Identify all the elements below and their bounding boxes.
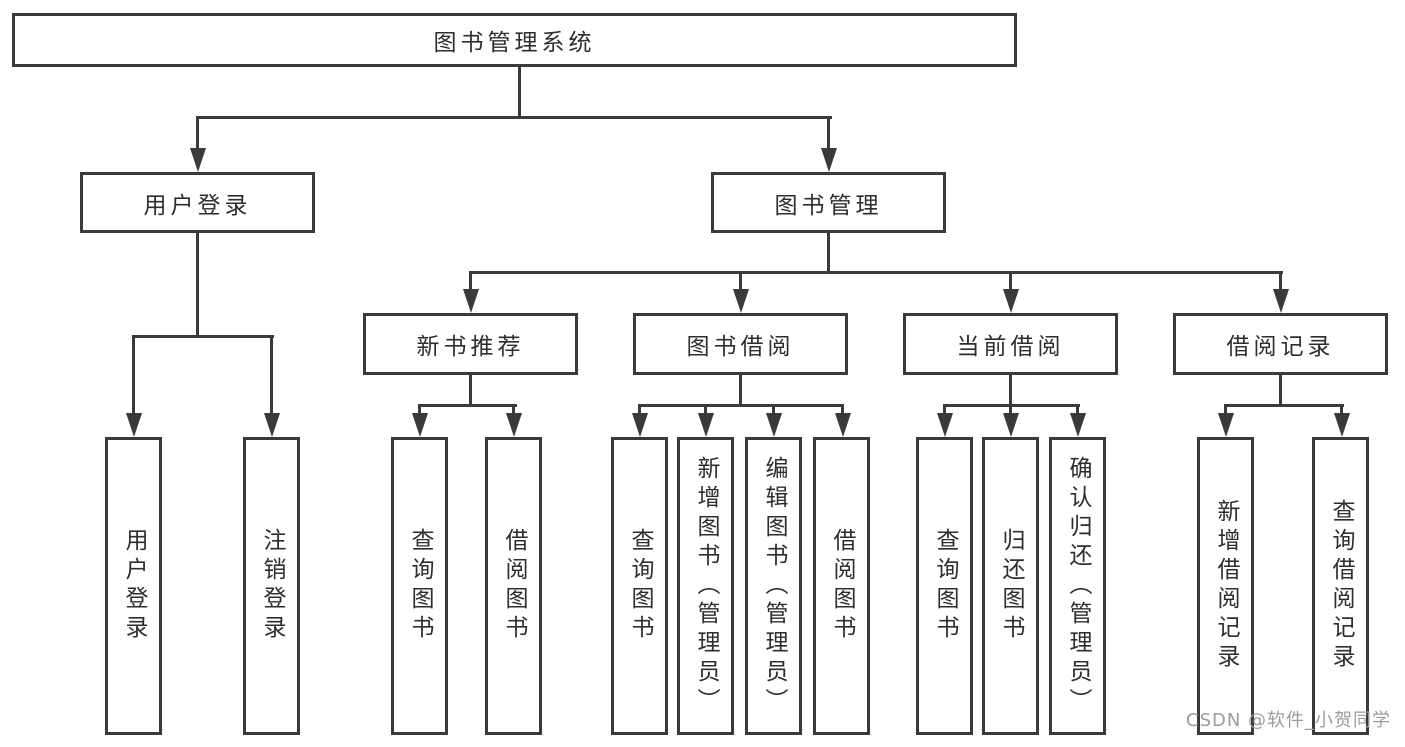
leaf-label: 编辑图书（管理员） bbox=[761, 455, 787, 717]
arrowhead-down bbox=[1070, 413, 1086, 437]
arrowhead-down bbox=[821, 148, 837, 172]
connector-split bbox=[1224, 404, 1344, 407]
connector-root-stem bbox=[518, 66, 521, 118]
leaf-label: 新增借阅记录 bbox=[1213, 499, 1239, 673]
connector-to-leaf bbox=[943, 404, 946, 418]
leaf-return-books: 归还图书 bbox=[982, 437, 1039, 735]
connector-split bbox=[638, 404, 844, 407]
node-book-management: 图书管理 bbox=[711, 172, 946, 233]
node-root-label: 图书管理系统 bbox=[433, 30, 596, 56]
arrowhead-down bbox=[835, 413, 851, 437]
leaf-add-book-admin: 新增图书（管理员） bbox=[677, 437, 734, 735]
node-label: 新书推荐 bbox=[416, 334, 525, 360]
leaf-label: 查询图书 bbox=[627, 528, 653, 644]
leaf-label: 用户登录 bbox=[121, 528, 147, 644]
leaf-edit-book-admin: 编辑图书（管理员） bbox=[745, 437, 802, 735]
leaf-user-login: 用户登录 bbox=[105, 437, 162, 735]
connector-to-leaf bbox=[841, 404, 844, 418]
node-borrowing-records: 借阅记录 bbox=[1173, 313, 1388, 375]
connector-to-l3 bbox=[1009, 271, 1012, 293]
leaf-label: 查询借阅记录 bbox=[1328, 499, 1354, 673]
connector-to-leaf bbox=[418, 404, 421, 418]
connector-book-management-stem bbox=[827, 233, 830, 274]
arrowhead-down bbox=[937, 413, 953, 437]
leaf-label: 注销登录 bbox=[259, 528, 285, 644]
connector-to-leaf bbox=[270, 335, 273, 417]
node-root-library-management-system: 图书管理系统 bbox=[12, 13, 1017, 67]
node-book-borrowing: 图书借阅 bbox=[633, 313, 848, 375]
leaf-label: 归还图书 bbox=[998, 528, 1024, 644]
node-label: 用户登录 bbox=[143, 192, 252, 219]
arrowhead-down bbox=[264, 413, 280, 437]
leaf-query-books-recommend: 查询图书 bbox=[391, 437, 448, 735]
connector-to-leaf bbox=[1076, 404, 1079, 418]
leaf-borrow-books-borrowing: 借阅图书 bbox=[813, 437, 870, 735]
arrowhead-down bbox=[632, 413, 648, 437]
arrowhead-down bbox=[463, 289, 479, 313]
node-label: 图书管理 bbox=[774, 192, 883, 219]
connector-stem bbox=[1279, 375, 1282, 407]
node-label: 图书借阅 bbox=[686, 334, 795, 360]
connector-user-login-split bbox=[132, 335, 274, 338]
connector-to-leaf bbox=[132, 335, 135, 417]
connector-split bbox=[418, 404, 517, 407]
node-label: 当前借阅 bbox=[956, 334, 1065, 360]
connector-to-leaf bbox=[1009, 404, 1012, 418]
connector-stem bbox=[1009, 375, 1012, 407]
leaf-query-books-current: 查询图书 bbox=[916, 437, 973, 735]
arrowhead-down bbox=[698, 413, 714, 437]
leaf-label: 新增图书（管理员） bbox=[693, 455, 719, 717]
arrowhead-down bbox=[412, 413, 428, 437]
connector-to-leaf bbox=[638, 404, 641, 418]
connector-to-l3 bbox=[739, 271, 742, 293]
arrowhead-down bbox=[126, 413, 142, 437]
arrowhead-down bbox=[1334, 413, 1350, 437]
leaf-label: 确认归还（管理员） bbox=[1065, 455, 1091, 717]
leaf-label: 查询图书 bbox=[932, 528, 958, 644]
connector-to-leaf bbox=[772, 404, 775, 418]
connector-root-split bbox=[196, 116, 832, 119]
connector-to-leaf bbox=[512, 404, 515, 418]
connector-to-l3 bbox=[1279, 271, 1282, 293]
node-new-book-recommend: 新书推荐 bbox=[363, 313, 578, 375]
connector-to-user-login bbox=[196, 116, 199, 152]
node-label: 借阅记录 bbox=[1226, 334, 1335, 360]
leaf-logout: 注销登录 bbox=[243, 437, 300, 735]
connector-to-leaf bbox=[704, 404, 707, 418]
leaf-confirm-return-admin: 确认归还（管理员） bbox=[1049, 437, 1106, 735]
connector-to-l3 bbox=[469, 271, 472, 293]
watermark: CSDN @软件_小贺同学 bbox=[1186, 710, 1392, 731]
arrowhead-down bbox=[766, 413, 782, 437]
leaf-query-borrow-record: 查询借阅记录 bbox=[1312, 437, 1369, 735]
node-user-login: 用户登录 bbox=[80, 172, 315, 233]
arrowhead-down bbox=[190, 148, 206, 172]
arrowhead-down bbox=[1003, 413, 1019, 437]
connector-stem bbox=[469, 375, 472, 407]
connector-user-login-stem bbox=[196, 233, 199, 338]
leaf-label: 借阅图书 bbox=[829, 528, 855, 644]
arrowhead-down bbox=[506, 413, 522, 437]
leaf-borrow-books-recommend: 借阅图书 bbox=[485, 437, 542, 735]
connector-to-book-management bbox=[827, 116, 830, 152]
connector-stem bbox=[739, 375, 742, 407]
arrowhead-down bbox=[1218, 413, 1234, 437]
connector-to-leaf bbox=[1224, 404, 1227, 418]
connector-book-management-split bbox=[469, 271, 1283, 274]
leaf-label: 借阅图书 bbox=[501, 528, 527, 644]
arrowhead-down bbox=[1003, 289, 1019, 313]
arrowhead-down bbox=[733, 289, 749, 313]
leaf-query-books-borrowing: 查询图书 bbox=[611, 437, 668, 735]
leaf-label: 查询图书 bbox=[407, 528, 433, 644]
node-current-borrowing: 当前借阅 bbox=[903, 313, 1118, 375]
connector-to-leaf bbox=[1340, 404, 1343, 418]
leaf-add-borrow-record: 新增借阅记录 bbox=[1197, 437, 1254, 735]
arrowhead-down bbox=[1273, 289, 1289, 313]
